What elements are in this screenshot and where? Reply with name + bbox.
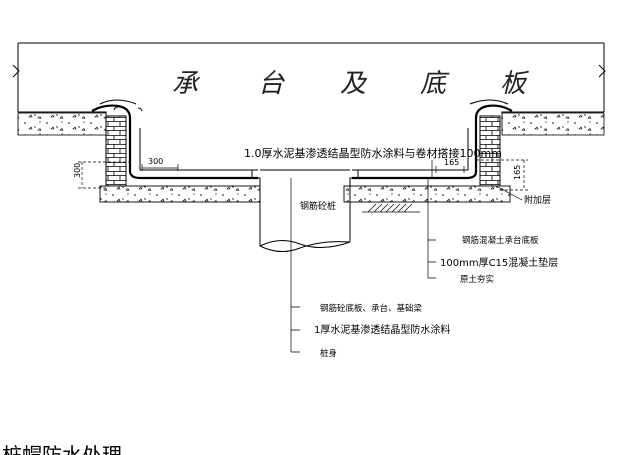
dimension-left: 300 300: [73, 157, 179, 189]
additional-layer-arc-left: [99, 99, 137, 105]
side-cushion-left: [17, 112, 107, 136]
pile-cap-step-right: [349, 170, 359, 240]
callout-cushion: 100mm厚C15混凝土垫层: [440, 256, 558, 269]
dim-right-height: 165: [513, 165, 522, 180]
waterproof-membrane-right: [352, 104, 513, 180]
waterproof-membrane-left: [91, 104, 258, 180]
brick-wall-left: [105, 115, 127, 187]
title-text: 承 台 及 底 板: [172, 69, 530, 99]
callout-rc-raft: 钢筋混凝土承台底板: [462, 235, 539, 246]
tick-left-2: [113, 106, 119, 111]
raft-slab: [12, 42, 606, 171]
callout-waterproof-coat: 1厚水泥基渗透结晶型防水涂料: [314, 323, 450, 336]
break-mark-right: [598, 64, 606, 78]
callout-additional-layer: 附加层: [524, 194, 551, 206]
additional-layer-arc-right: [469, 99, 509, 105]
c15-cushion-right: [343, 185, 511, 203]
dim-left-overlap: 300: [148, 157, 163, 166]
title-char: 台: [258, 69, 285, 99]
callout-pile-body: 桩身: [320, 348, 337, 359]
callout-rc-members: 钢筋砼底板、承台、基础梁: [320, 303, 423, 314]
callout-waterproof-top: 1.0厚水泥基渗透结晶型防水涂料与卷材搭接100mm: [244, 146, 502, 160]
dimension-right: 165 165: [435, 158, 528, 191]
leader-right-stack: [427, 178, 436, 279]
title-char: 底: [420, 69, 450, 99]
compacted-soil: [362, 203, 420, 213]
break-mark-left: [12, 64, 20, 78]
dim-left-height: 300: [73, 163, 82, 178]
slab-bottom-outline: [18, 111, 604, 171]
c15-cushion-left: [99, 185, 261, 203]
pile-cap-step-left: [251, 170, 261, 240]
dim-right-overlap: 165: [444, 158, 459, 167]
callout-soil: 原土夯实: [460, 274, 494, 285]
pile-break-line: [259, 241, 351, 252]
tick-left: [137, 107, 143, 112]
pile: [251, 169, 359, 352]
side-cushion-right: [501, 112, 605, 136]
leader-additional-layer: [495, 185, 523, 201]
title-char: 板: [500, 69, 530, 99]
footer-caption: 桩帽防水处理: [2, 443, 122, 455]
title-char: 承: [172, 69, 201, 99]
callout-pile: 钢筋砼桩: [300, 200, 336, 212]
leader-left-stack: [291, 306, 300, 353]
title-char: 及: [340, 69, 368, 99]
pile-break-line-2: [259, 240, 351, 248]
